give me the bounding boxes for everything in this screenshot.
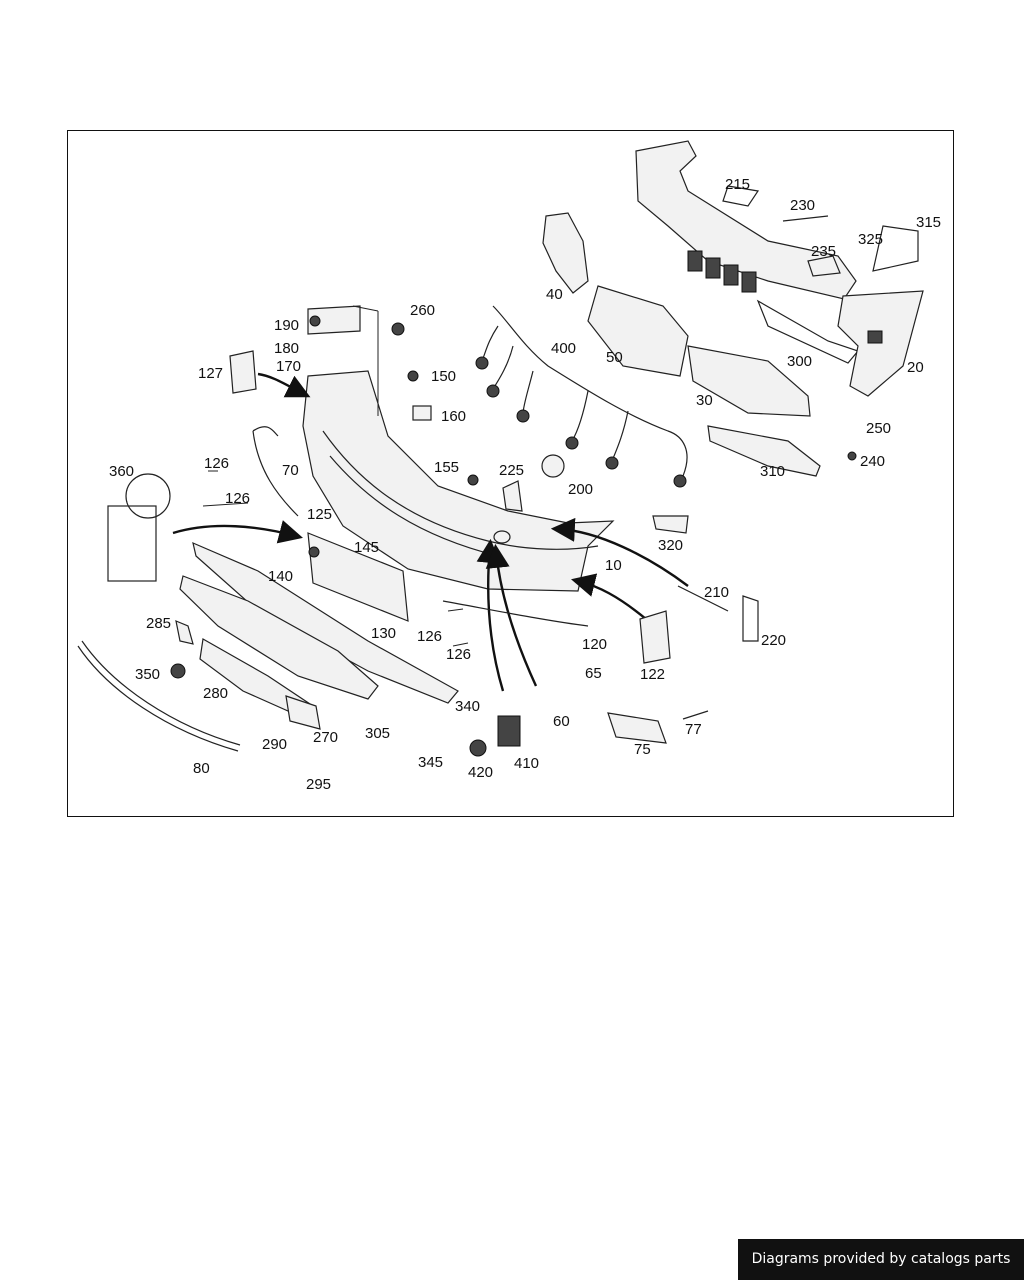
bumper-cover-shape — [302, 370, 615, 592]
part-label: 215 — [725, 176, 750, 193]
part-label: 140 — [268, 568, 293, 585]
part-label: 260 — [410, 302, 435, 319]
energy-absorber-upper-shape — [587, 285, 689, 377]
part-label: 240 — [860, 453, 885, 470]
part-label: 325 — [858, 231, 883, 248]
lower-support-shape — [707, 425, 821, 477]
part-label: 65 — [585, 665, 602, 682]
part-label: 122 — [640, 666, 665, 683]
part-label: 75 — [634, 741, 651, 758]
part-label: 230 — [790, 197, 815, 214]
part-label: 125 — [307, 506, 332, 523]
part-label: 200 — [568, 481, 593, 498]
part-label: 280 — [203, 685, 228, 702]
part-label: 345 — [418, 754, 443, 771]
part-label: 20 — [907, 359, 924, 376]
part-label: 80 — [193, 760, 210, 777]
part-label: 360 — [109, 463, 134, 480]
part-labels: 215 230 315 325 235 40 260 190 180 170 4… — [109, 176, 941, 793]
part-label: 126 — [225, 490, 250, 507]
part-label: 305 — [365, 725, 390, 742]
part-label: 145 — [354, 539, 379, 556]
part-label: 315 — [916, 214, 941, 231]
exploded-parts-diagram: 215 230 315 325 235 40 260 190 180 170 4… — [77, 140, 941, 793]
part-label: 126 — [417, 628, 442, 645]
part-label: 180 — [274, 340, 299, 357]
bumper-crossmember-shape — [635, 140, 860, 364]
part-label: 50 — [606, 349, 623, 366]
part-label: 235 — [811, 243, 836, 260]
part-label: 220 — [761, 632, 786, 649]
part-label: 290 — [262, 736, 287, 753]
part-label: 420 — [468, 764, 493, 781]
part-label: 126 — [446, 646, 471, 663]
part-label: 350 — [135, 666, 160, 683]
part-label: 270 — [313, 729, 338, 746]
part-label: 340 — [455, 698, 480, 715]
part-label: 295 — [306, 776, 331, 793]
energy-absorber-lower-shape — [687, 345, 811, 417]
part-label: 10 — [605, 557, 622, 574]
part-label: 70 — [282, 462, 299, 479]
part-label: 400 — [551, 340, 576, 357]
arrows-shape — [172, 372, 689, 692]
part-label: 300 — [787, 353, 812, 370]
license-plate-holder-shape — [307, 532, 409, 622]
part-label: 126 — [204, 455, 229, 472]
part-label: 225 — [499, 462, 524, 479]
part-label: 40 — [546, 286, 563, 303]
part-label: 190 — [274, 317, 299, 334]
part-label: 310 — [760, 463, 785, 480]
part-label: 150 — [431, 368, 456, 385]
part-label: 285 — [146, 615, 171, 632]
part-label: 170 — [276, 358, 301, 375]
left-bracket-shape — [542, 212, 589, 294]
part-label: 250 — [866, 420, 891, 437]
part-label: 410 — [514, 755, 539, 772]
part-label: 127 — [198, 365, 223, 382]
part-label: 60 — [553, 713, 570, 730]
right-bracket-shape — [837, 290, 924, 397]
diagram-frame: 215 230 315 325 235 40 260 190 180 170 4… — [67, 130, 954, 817]
credit-banner: Diagrams provided by catalogs parts — [738, 1239, 1024, 1280]
small-parts-shape — [107, 185, 919, 757]
part-label: 30 — [696, 392, 713, 409]
part-label: 160 — [441, 408, 466, 425]
wiring-harness-shape — [475, 305, 688, 488]
lower-spoiler-shape — [175, 541, 459, 730]
part-label: 77 — [685, 721, 702, 738]
part-label: 210 — [704, 584, 729, 601]
lower-trim-strip-shape — [77, 640, 241, 752]
part-label: 120 — [582, 636, 607, 653]
part-label: 320 — [658, 537, 683, 554]
part-label: 155 — [434, 459, 459, 476]
part-label: 130 — [371, 625, 396, 642]
